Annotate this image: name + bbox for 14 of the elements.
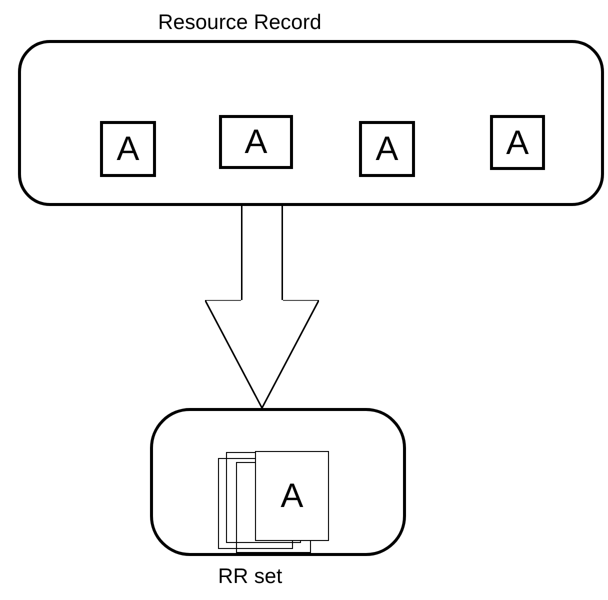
letter: A [244,125,268,159]
letter-box [100,121,156,177]
rounded-box [18,40,604,206]
letter-box [490,115,545,170]
rounded-box [150,408,406,556]
letter: A [116,132,140,166]
letter: A [506,126,529,160]
box-heading: RR set [218,566,282,587]
box-heading: Resource Record [158,12,322,33]
letter: A [280,479,304,513]
letter-box [219,115,293,169]
letter-box [359,121,415,177]
letter-box [255,451,329,541]
letter: A [376,132,398,166]
